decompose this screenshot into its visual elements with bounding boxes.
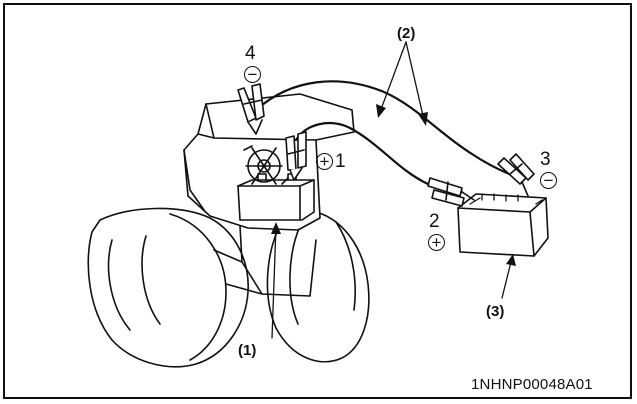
leader-cable-a [379,41,407,113]
arrowhead-cable-b [418,112,428,126]
label-tractor-battery-ref: (1) [238,342,257,359]
donor-battery [457,193,549,257]
arrowhead-cable-a [376,104,386,118]
label-donor-battery-ref: (3) [486,303,505,320]
clamp-tractor-positive [285,131,307,181]
label-donor-positive-sign: + [428,234,445,251]
leader-tractor-battery [271,225,277,339]
figure-code: 1NHNP00048A01 [471,376,593,393]
label-tractor-positive-sign: + [316,153,333,170]
label-donor-positive-number: 2 [429,211,440,232]
clamp-tractor-negative [237,83,265,135]
arrowhead-donor-battery [506,254,516,266]
label-tractor-positive-number: 1 [335,151,346,172]
tractor-rear-wheel-right [266,210,370,363]
tractor-rear-wheel-left [87,207,249,368]
label-cable-negative-sign: − [244,66,261,83]
label-cable-negative-number: 4 [245,43,256,64]
clamp-donor-positive [427,177,475,207]
leader-cable-b [405,41,425,121]
clamp-donor-negative [497,153,535,197]
arrowhead-tractor-battery [271,222,281,234]
jumper-cable-negative [254,80,516,178]
label-donor-negative-sign: − [540,172,557,189]
label-cable-pair-ref: (2) [397,25,416,42]
label-donor-negative-number: 3 [540,149,551,170]
